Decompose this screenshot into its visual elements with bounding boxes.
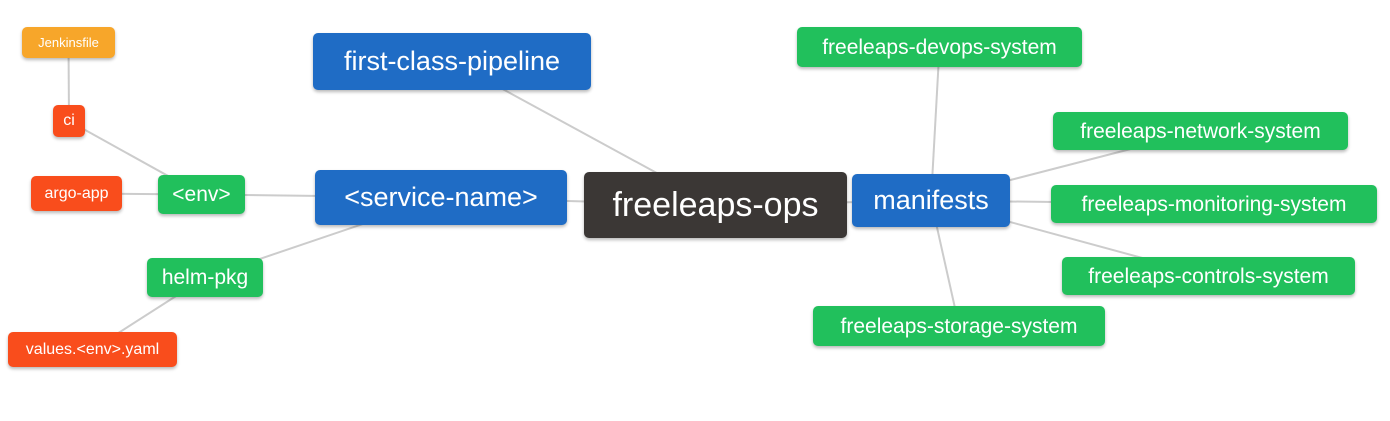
- node-label-service-name: <service-name>: [344, 182, 538, 212]
- node-label-manifests: manifests: [873, 185, 989, 215]
- node-freeleaps-network-system[interactable]: freeleaps-network-system: [1053, 112, 1348, 150]
- node-label-ci: ci: [63, 112, 75, 129]
- node-argo-app[interactable]: argo-app: [31, 176, 122, 211]
- node-label-values-env-yaml: values.<env>.yaml: [25, 340, 160, 358]
- node-label-jenkinsfile: Jenkinsfile: [38, 35, 99, 50]
- node-freeleaps-ops[interactable]: freeleaps-ops: [584, 172, 847, 238]
- node-label-env: <env>: [172, 183, 231, 206]
- node-freeleaps-controls-system[interactable]: freeleaps-controls-system: [1062, 257, 1355, 295]
- node-freeleaps-devops-system[interactable]: freeleaps-devops-system: [797, 27, 1082, 67]
- node-label-helm-pkg: helm-pkg: [161, 266, 249, 289]
- node-service-name[interactable]: <service-name>: [315, 170, 567, 225]
- node-freeleaps-monitoring-system[interactable]: freeleaps-monitoring-system: [1051, 185, 1377, 223]
- node-env[interactable]: <env>: [158, 175, 245, 214]
- node-manifests[interactable]: manifests: [852, 174, 1010, 227]
- node-jenkinsfile[interactable]: Jenkinsfile: [22, 27, 115, 58]
- node-label-freeleaps-storage-system: freeleaps-storage-system: [840, 314, 1078, 338]
- node-freeleaps-storage-system[interactable]: freeleaps-storage-system: [813, 306, 1105, 346]
- node-label-freeleaps-controls-system: freeleaps-controls-system: [1088, 264, 1329, 288]
- node-label-freeleaps-ops: freeleaps-ops: [612, 186, 819, 224]
- node-label-argo-app: argo-app: [44, 184, 109, 202]
- node-ci[interactable]: ci: [53, 105, 85, 137]
- node-label-freeleaps-monitoring-system: freeleaps-monitoring-system: [1081, 192, 1347, 216]
- node-first-class-pipeline[interactable]: first-class-pipeline: [313, 33, 591, 90]
- node-label-first-class-pipeline: first-class-pipeline: [343, 46, 561, 76]
- node-label-freeleaps-devops-system: freeleaps-devops-system: [822, 35, 1057, 59]
- node-values-env-yaml[interactable]: values.<env>.yaml: [8, 332, 177, 367]
- node-label-freeleaps-network-system: freeleaps-network-system: [1080, 119, 1321, 143]
- node-helm-pkg[interactable]: helm-pkg: [147, 258, 263, 297]
